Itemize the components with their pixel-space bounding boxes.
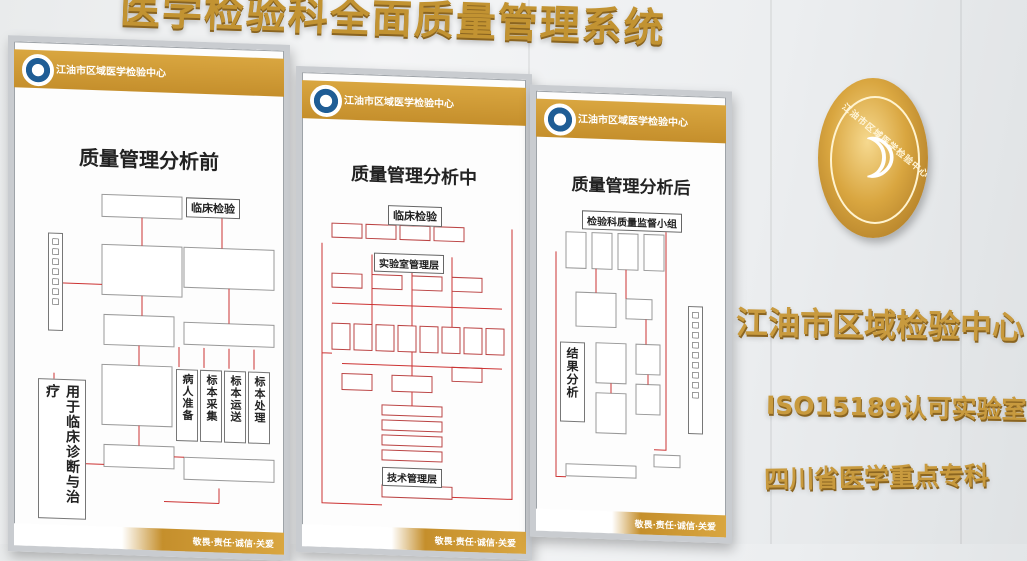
- flowchart-post: [536, 91, 726, 479]
- wall-seam: [770, 0, 772, 544]
- emblem-inner-ring: [830, 96, 920, 224]
- flow-vertical-step: □□□□□□□: [48, 232, 63, 331]
- flowchart-lines: [53, 193, 275, 504]
- emblem-symbol-icon: ☽: [848, 126, 898, 190]
- flow-step-sample-transport: 标本运送: [224, 370, 246, 444]
- flow-box-clinical: 临床检验: [186, 197, 240, 220]
- sign-iso-certification: ISO15189认可实验室: [765, 390, 1027, 425]
- flow-vertical-step: □□□□□□□□□: [688, 305, 703, 435]
- flowchart-in: [302, 72, 526, 506]
- center-emblem-logo: 江油市区域医学检验中心 ☽: [818, 78, 930, 238]
- board-in-analysis: 江油市区域医学检验中心 质量管理分析中: [296, 65, 532, 561]
- flow-box-lab-management: 实验室管理层: [374, 252, 444, 275]
- flow-box-qc-group: 检验科质量监督小组: [582, 210, 682, 233]
- flow-main-vertical: 用于临床诊断与治疗: [38, 378, 86, 520]
- board-motto: 敬畏·责任·诚信·关爱: [434, 536, 516, 550]
- board-motto: 敬畏·责任·诚信·关爱: [634, 520, 716, 533]
- wall-seam: [960, 0, 962, 544]
- flow-step-patient-prep: 病人准备: [176, 368, 198, 442]
- sign-center-name: 江油市区域检验中心: [735, 303, 1025, 347]
- flow-box-clinical: 临床检验: [388, 205, 442, 227]
- flow-step-sample-collect: 标本采集: [200, 369, 222, 443]
- board-pre-analysis: 江油市区域医学检验中心 质量管理分析前 临床检验 □□□□□□□ 用于临床诊断与…: [8, 35, 290, 561]
- sign-provincial-specialty: 四川省医学重点专科: [763, 461, 990, 494]
- flow-step-sample-process: 标本处理: [248, 371, 270, 445]
- flow-box-tech-management: 技术管理层: [382, 466, 442, 488]
- flowchart-lines: [321, 222, 513, 506]
- flow-main-vertical: 结果分析: [560, 341, 585, 423]
- flowchart-pre: [14, 41, 284, 504]
- flowchart-lines: [555, 215, 681, 479]
- board-post-analysis: 江油市区域医学检验中心 质量管理分析后 检验科质量监督小组 结果分析 □□□□□…: [530, 84, 732, 544]
